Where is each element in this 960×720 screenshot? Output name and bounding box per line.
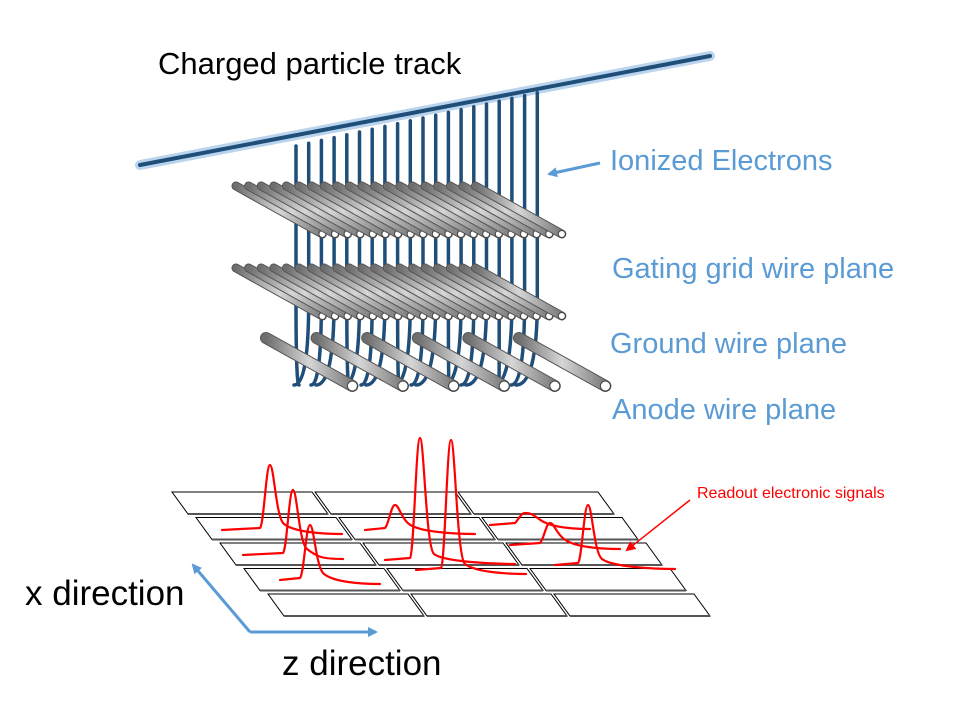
electron-drift-line bbox=[395, 121, 401, 387]
ground-wire bbox=[245, 264, 339, 320]
anode-wire-end bbox=[397, 380, 409, 392]
gating-grid-wire-plane bbox=[231, 181, 567, 239]
signal-trace bbox=[414, 438, 528, 576]
ground-wire bbox=[232, 264, 326, 320]
track-label: Charged particle track bbox=[158, 46, 462, 81]
anode-wire-end bbox=[448, 380, 460, 392]
ground-wire bbox=[434, 264, 528, 320]
signal-trace bbox=[488, 511, 592, 531]
gating-wire bbox=[295, 182, 389, 238]
signal-trace bbox=[278, 523, 382, 586]
anode-wire bbox=[311, 333, 408, 391]
signal-trace bbox=[553, 503, 677, 571]
electron-drift-line bbox=[446, 110, 451, 387]
ground-wire bbox=[459, 264, 553, 320]
electron-drift-line bbox=[309, 138, 324, 387]
signal-trace bbox=[363, 503, 477, 536]
readout-pad bbox=[362, 542, 520, 566]
anode-wire-label: Anode wire plane bbox=[612, 394, 837, 426]
gating-wire bbox=[459, 182, 553, 238]
ground-wire bbox=[421, 264, 515, 320]
readout-pointer-arrow bbox=[625, 499, 691, 552]
signal-trace bbox=[241, 488, 345, 561]
z-direction-label: z direction bbox=[282, 644, 442, 683]
gating-wire bbox=[270, 182, 364, 238]
electron-drift-line bbox=[492, 96, 514, 387]
anode-wire-end bbox=[346, 380, 358, 392]
anode-wire-end bbox=[599, 380, 611, 392]
ground-wire bbox=[358, 264, 452, 320]
x-direction-arrow bbox=[191, 563, 252, 633]
ground-wire-end bbox=[557, 312, 566, 320]
anode-wire bbox=[412, 333, 510, 391]
readout-pad bbox=[171, 491, 329, 515]
readout-pad bbox=[314, 491, 472, 515]
ground-wire bbox=[295, 264, 389, 320]
ground-wire bbox=[396, 264, 490, 320]
anode-wire-end bbox=[498, 380, 510, 392]
gating-wire bbox=[396, 182, 490, 238]
x-direction-label: x direction bbox=[25, 574, 185, 613]
readout-pad bbox=[386, 568, 544, 591]
gating-wire bbox=[308, 182, 402, 238]
anode-wire bbox=[362, 333, 459, 391]
gating-wire bbox=[257, 182, 352, 238]
ground-wire bbox=[345, 264, 440, 320]
ground-wire bbox=[446, 264, 541, 320]
ground-wire bbox=[333, 264, 427, 320]
gating-wire bbox=[421, 182, 515, 238]
anode-wire bbox=[514, 333, 611, 391]
readout-pad bbox=[410, 593, 568, 617]
electrons-pointer-arrow bbox=[547, 161, 601, 178]
gating-wire-end bbox=[557, 230, 566, 238]
ground-wire bbox=[270, 264, 364, 320]
ground-wire bbox=[320, 264, 415, 320]
gating-wire bbox=[333, 182, 427, 238]
gating-wire bbox=[383, 182, 478, 238]
anode-wire bbox=[261, 333, 358, 391]
readout-pad bbox=[195, 517, 353, 540]
anode-wire-plane bbox=[260, 332, 612, 392]
ground-wire bbox=[257, 264, 352, 320]
ground-wire bbox=[282, 264, 377, 320]
readout-pad bbox=[529, 568, 687, 591]
signal-trace bbox=[220, 463, 344, 536]
gating-wire bbox=[408, 182, 503, 238]
particle-track bbox=[135, 51, 715, 170]
ground-wire bbox=[471, 264, 566, 320]
ground-wire bbox=[408, 264, 503, 320]
anode-wire bbox=[463, 333, 560, 391]
signal-trace bbox=[508, 521, 622, 551]
gating-wire bbox=[434, 182, 528, 238]
electron-drift-line bbox=[345, 133, 351, 387]
gating-wire bbox=[232, 182, 326, 238]
gating-grid-label: Gating grid wire plane bbox=[612, 253, 895, 285]
readout-pad bbox=[553, 593, 711, 617]
ground-wire-label: Ground wire plane bbox=[610, 328, 847, 360]
gating-wire bbox=[371, 182, 465, 238]
ionized-electrons-label: Ionized Electrons bbox=[610, 145, 833, 177]
gating-wire bbox=[358, 182, 452, 238]
gating-wire bbox=[345, 182, 440, 238]
gating-wire bbox=[446, 182, 541, 238]
gating-wire bbox=[320, 182, 415, 238]
ground-wire bbox=[383, 264, 478, 320]
anode-wire-end bbox=[549, 380, 561, 392]
readout-pad bbox=[267, 593, 425, 617]
readout-pad-plane bbox=[171, 491, 711, 617]
ground-wire bbox=[308, 264, 402, 320]
gating-wire bbox=[282, 182, 377, 238]
electron-drift-line bbox=[442, 107, 463, 387]
readout-signal-traces bbox=[220, 436, 677, 586]
ground-wire-plane bbox=[231, 263, 567, 321]
gating-wire bbox=[245, 182, 339, 238]
gating-wire bbox=[471, 182, 566, 238]
ground-wire bbox=[371, 264, 465, 320]
readout-signals-label: Readout electronic signals bbox=[697, 485, 885, 502]
